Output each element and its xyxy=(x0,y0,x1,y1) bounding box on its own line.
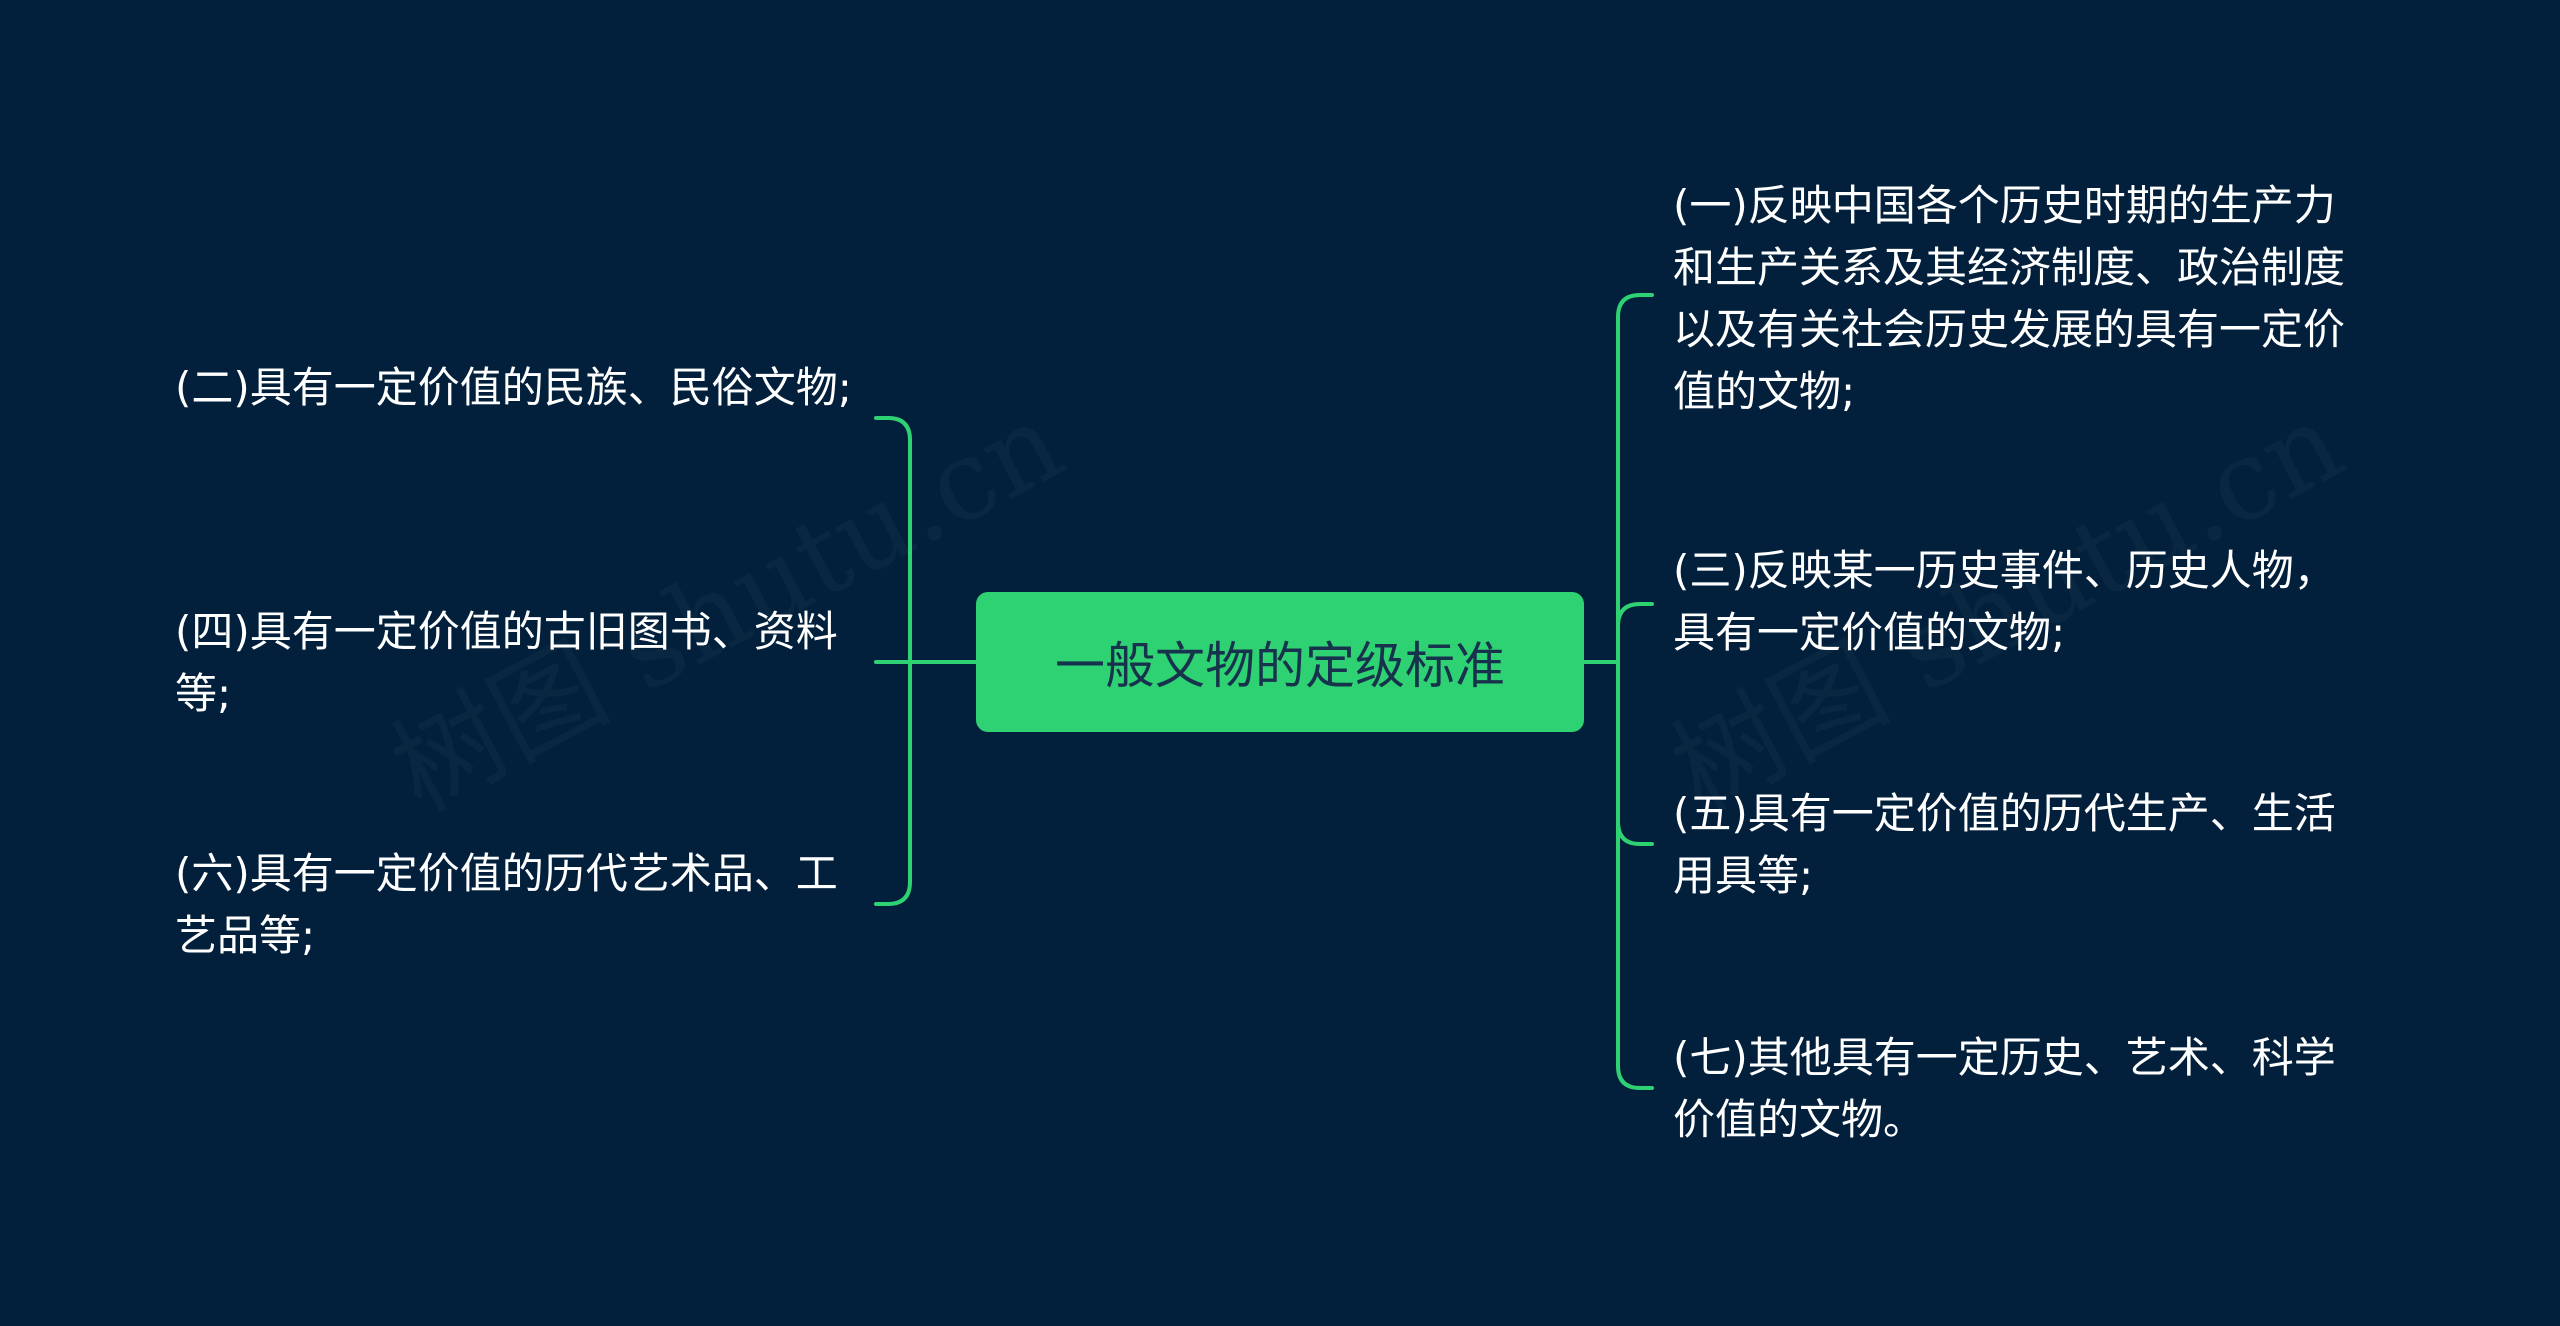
central-topic-node[interactable]: 一般文物的定级标准 xyxy=(976,592,1584,732)
connector-right-item-1 xyxy=(1616,293,1654,664)
connector-right-item-5 xyxy=(1616,660,1654,846)
branch-item-3[interactable]: (三)反映某一历史事件、历史人物，具有一定价值的文物; xyxy=(1673,546,2336,657)
central-topic-label: 一般文物的定级标准 xyxy=(1055,637,1505,695)
connector-right-item-7 xyxy=(1616,660,1654,1090)
branch-item-1[interactable]: (一)反映中国各个历史时期的生产力和生产关系及其经济制度、政治制度以及有关社会历… xyxy=(1673,181,2346,416)
connector-left-item-6 xyxy=(874,660,912,906)
branch-item-5[interactable]: (五)具有一定价值的历代生产、生活用具等; xyxy=(1673,789,2336,900)
branch-item-7[interactable]: (七)其他具有一定历史、艺术、科学价值的文物。 xyxy=(1673,1033,2336,1144)
connector-left-item-2 xyxy=(874,416,912,664)
connector-right-item-3 xyxy=(1616,602,1654,664)
branch-item-2[interactable]: (二)具有一定价值的民族、民俗文物; xyxy=(175,363,852,412)
branch-item-4[interactable]: (四)具有一定价值的古旧图书、资料等; xyxy=(175,607,838,718)
branch-item-6[interactable]: (六)具有一定价值的历代艺术品、工艺品等; xyxy=(175,849,838,960)
